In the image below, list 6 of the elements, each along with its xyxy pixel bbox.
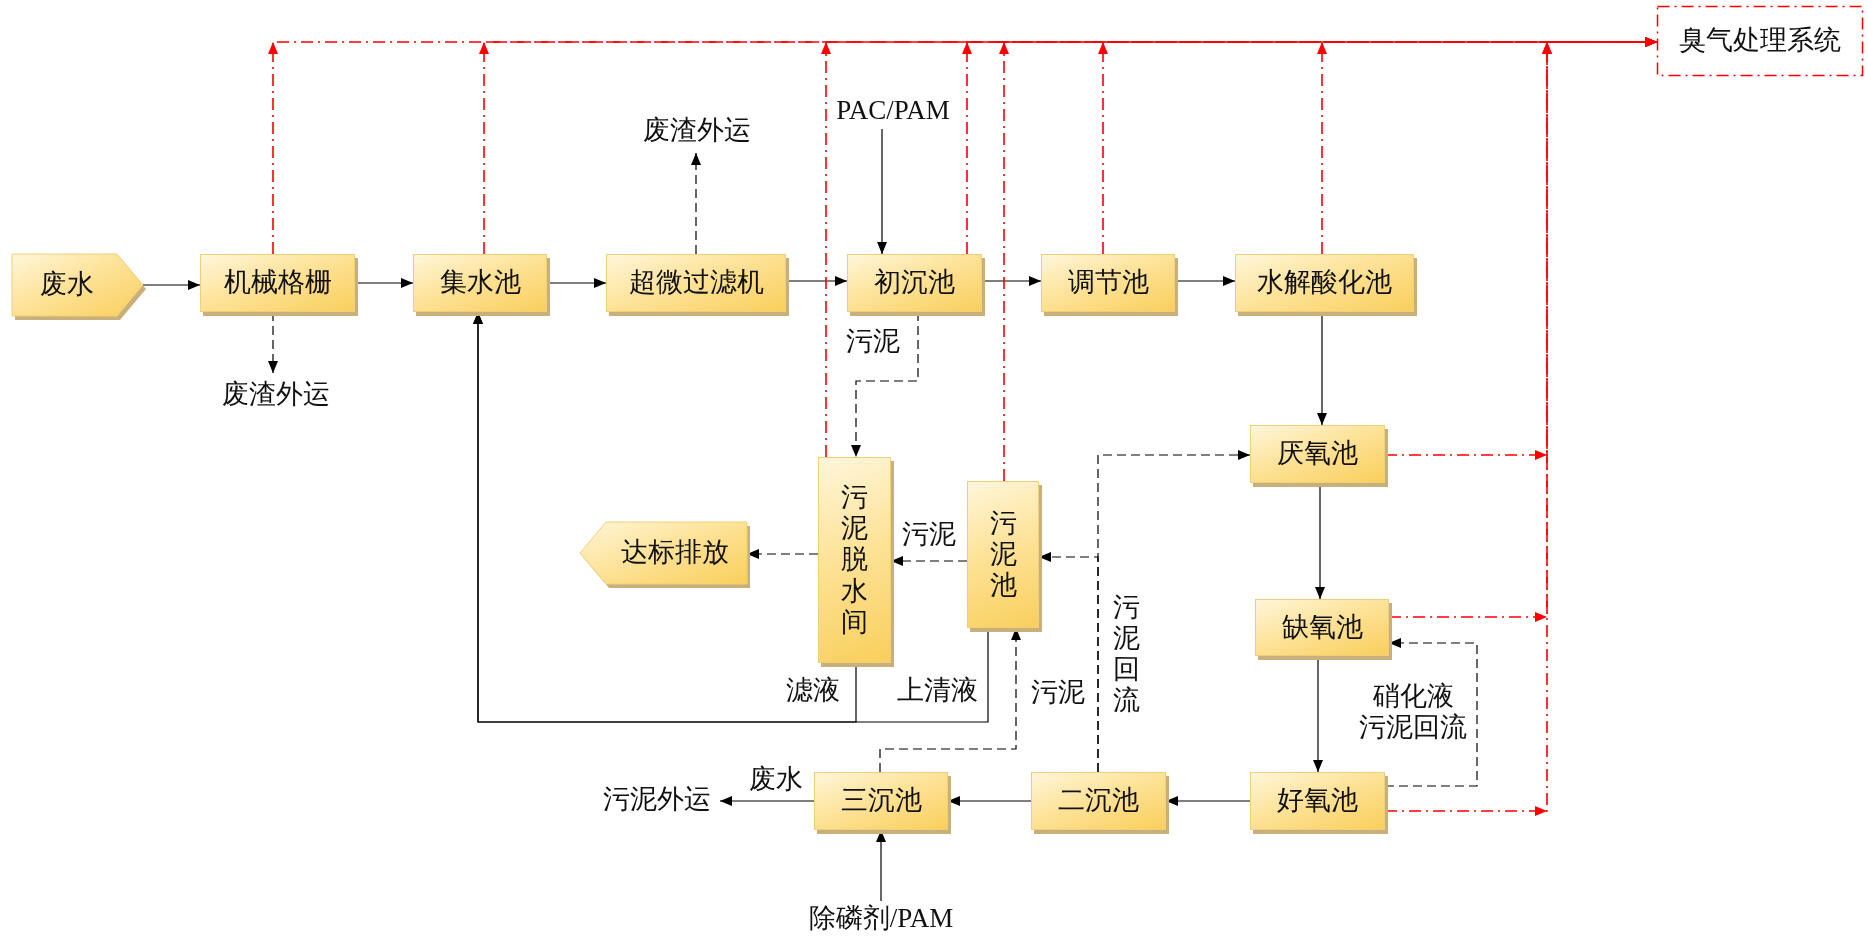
flow-label: 除磷剂/PAM <box>801 901 961 937</box>
flow-label: 污泥外运 <box>594 782 720 818</box>
system-box: 臭气处理系统 <box>1657 6 1863 76</box>
flow-label: 废渣外运 <box>637 113 757 149</box>
flow-label: 废渣外运 <box>216 377 336 413</box>
flow-label: PAC/PAM <box>823 93 963 129</box>
